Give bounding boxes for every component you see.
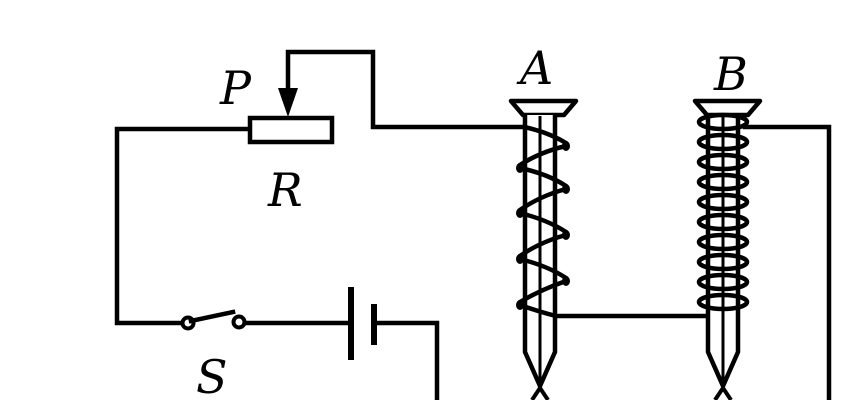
resistor-r (247, 115, 335, 145)
label-nail-a: A (516, 41, 553, 95)
wire-battery-right (374, 320, 440, 400)
label-slider-p: P (219, 61, 252, 115)
wire-left-loop (114, 126, 253, 326)
wire-b-right (742, 124, 832, 400)
label-nail-b: B (713, 47, 748, 101)
label-resistor-r: R (267, 163, 303, 217)
slider-arrow (278, 88, 298, 117)
coil-a (516, 124, 570, 319)
switch-blade (188, 309, 236, 324)
nail-a (508, 98, 579, 400)
coil-b (696, 112, 750, 312)
label-switch-s: S (196, 350, 228, 400)
wire-slider-to-coil-a (285, 49, 527, 130)
